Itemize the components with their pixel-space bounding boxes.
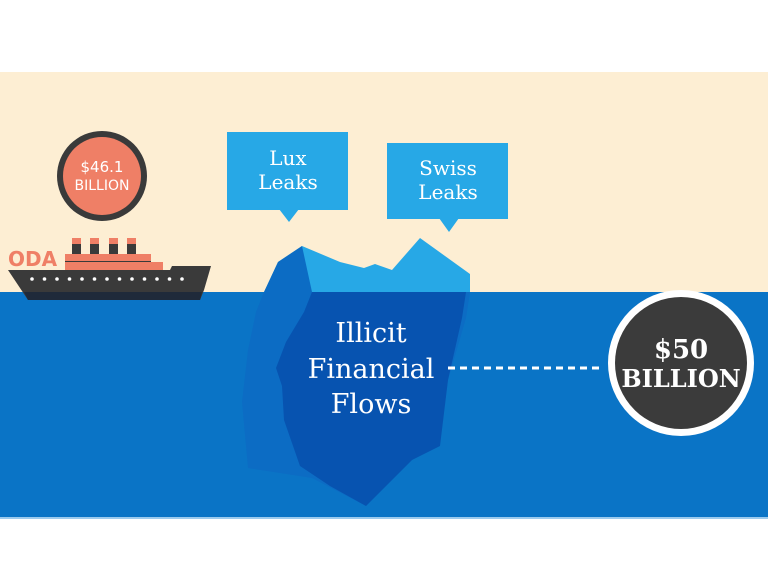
oda-amount-line2: BILLION xyxy=(75,178,130,194)
porthole xyxy=(55,277,59,281)
porthole xyxy=(167,277,172,281)
porthole xyxy=(80,277,84,281)
porthole xyxy=(92,277,97,281)
porthole xyxy=(130,277,134,281)
callout-swiss-leaks: Swiss Leaks xyxy=(387,143,508,232)
porthole xyxy=(30,277,34,281)
callout-swiss-line1: Swiss xyxy=(419,156,477,180)
iff-amount-badge: $50 BILLION xyxy=(608,290,754,436)
porthole xyxy=(142,277,147,281)
porthole xyxy=(67,277,72,281)
porthole xyxy=(105,277,109,281)
iff-amount-line1: $50 xyxy=(654,335,708,365)
iceberg-label-line3: Flows xyxy=(331,389,412,420)
iceberg-body xyxy=(242,292,470,506)
porthole xyxy=(180,277,184,281)
callout-lux-line1: Lux xyxy=(269,146,307,170)
iceberg-label-line2: Financial xyxy=(308,354,435,385)
porthole xyxy=(155,277,159,281)
oda-label: ODA xyxy=(8,247,58,271)
callout-lux-leaks: Lux Leaks xyxy=(227,132,348,222)
ship-portholes xyxy=(30,277,184,281)
ship-icon: ODA xyxy=(8,238,211,300)
iceberg-label-line1: Illicit xyxy=(335,318,406,349)
callout-lux-line2: Leaks xyxy=(258,170,317,194)
iff-amount-line2: BILLION xyxy=(621,364,740,393)
porthole xyxy=(42,277,47,281)
oda-amount-line1: $46.1 xyxy=(81,158,124,176)
callout-swiss-line2: Leaks xyxy=(418,180,477,204)
oda-amount-badge: $46.1 BILLION xyxy=(57,131,147,221)
sea-edge-line xyxy=(0,517,768,519)
porthole xyxy=(117,277,122,281)
iceberg-tip xyxy=(264,238,470,292)
iceberg-label: Illicit Financial Flows xyxy=(308,318,435,420)
